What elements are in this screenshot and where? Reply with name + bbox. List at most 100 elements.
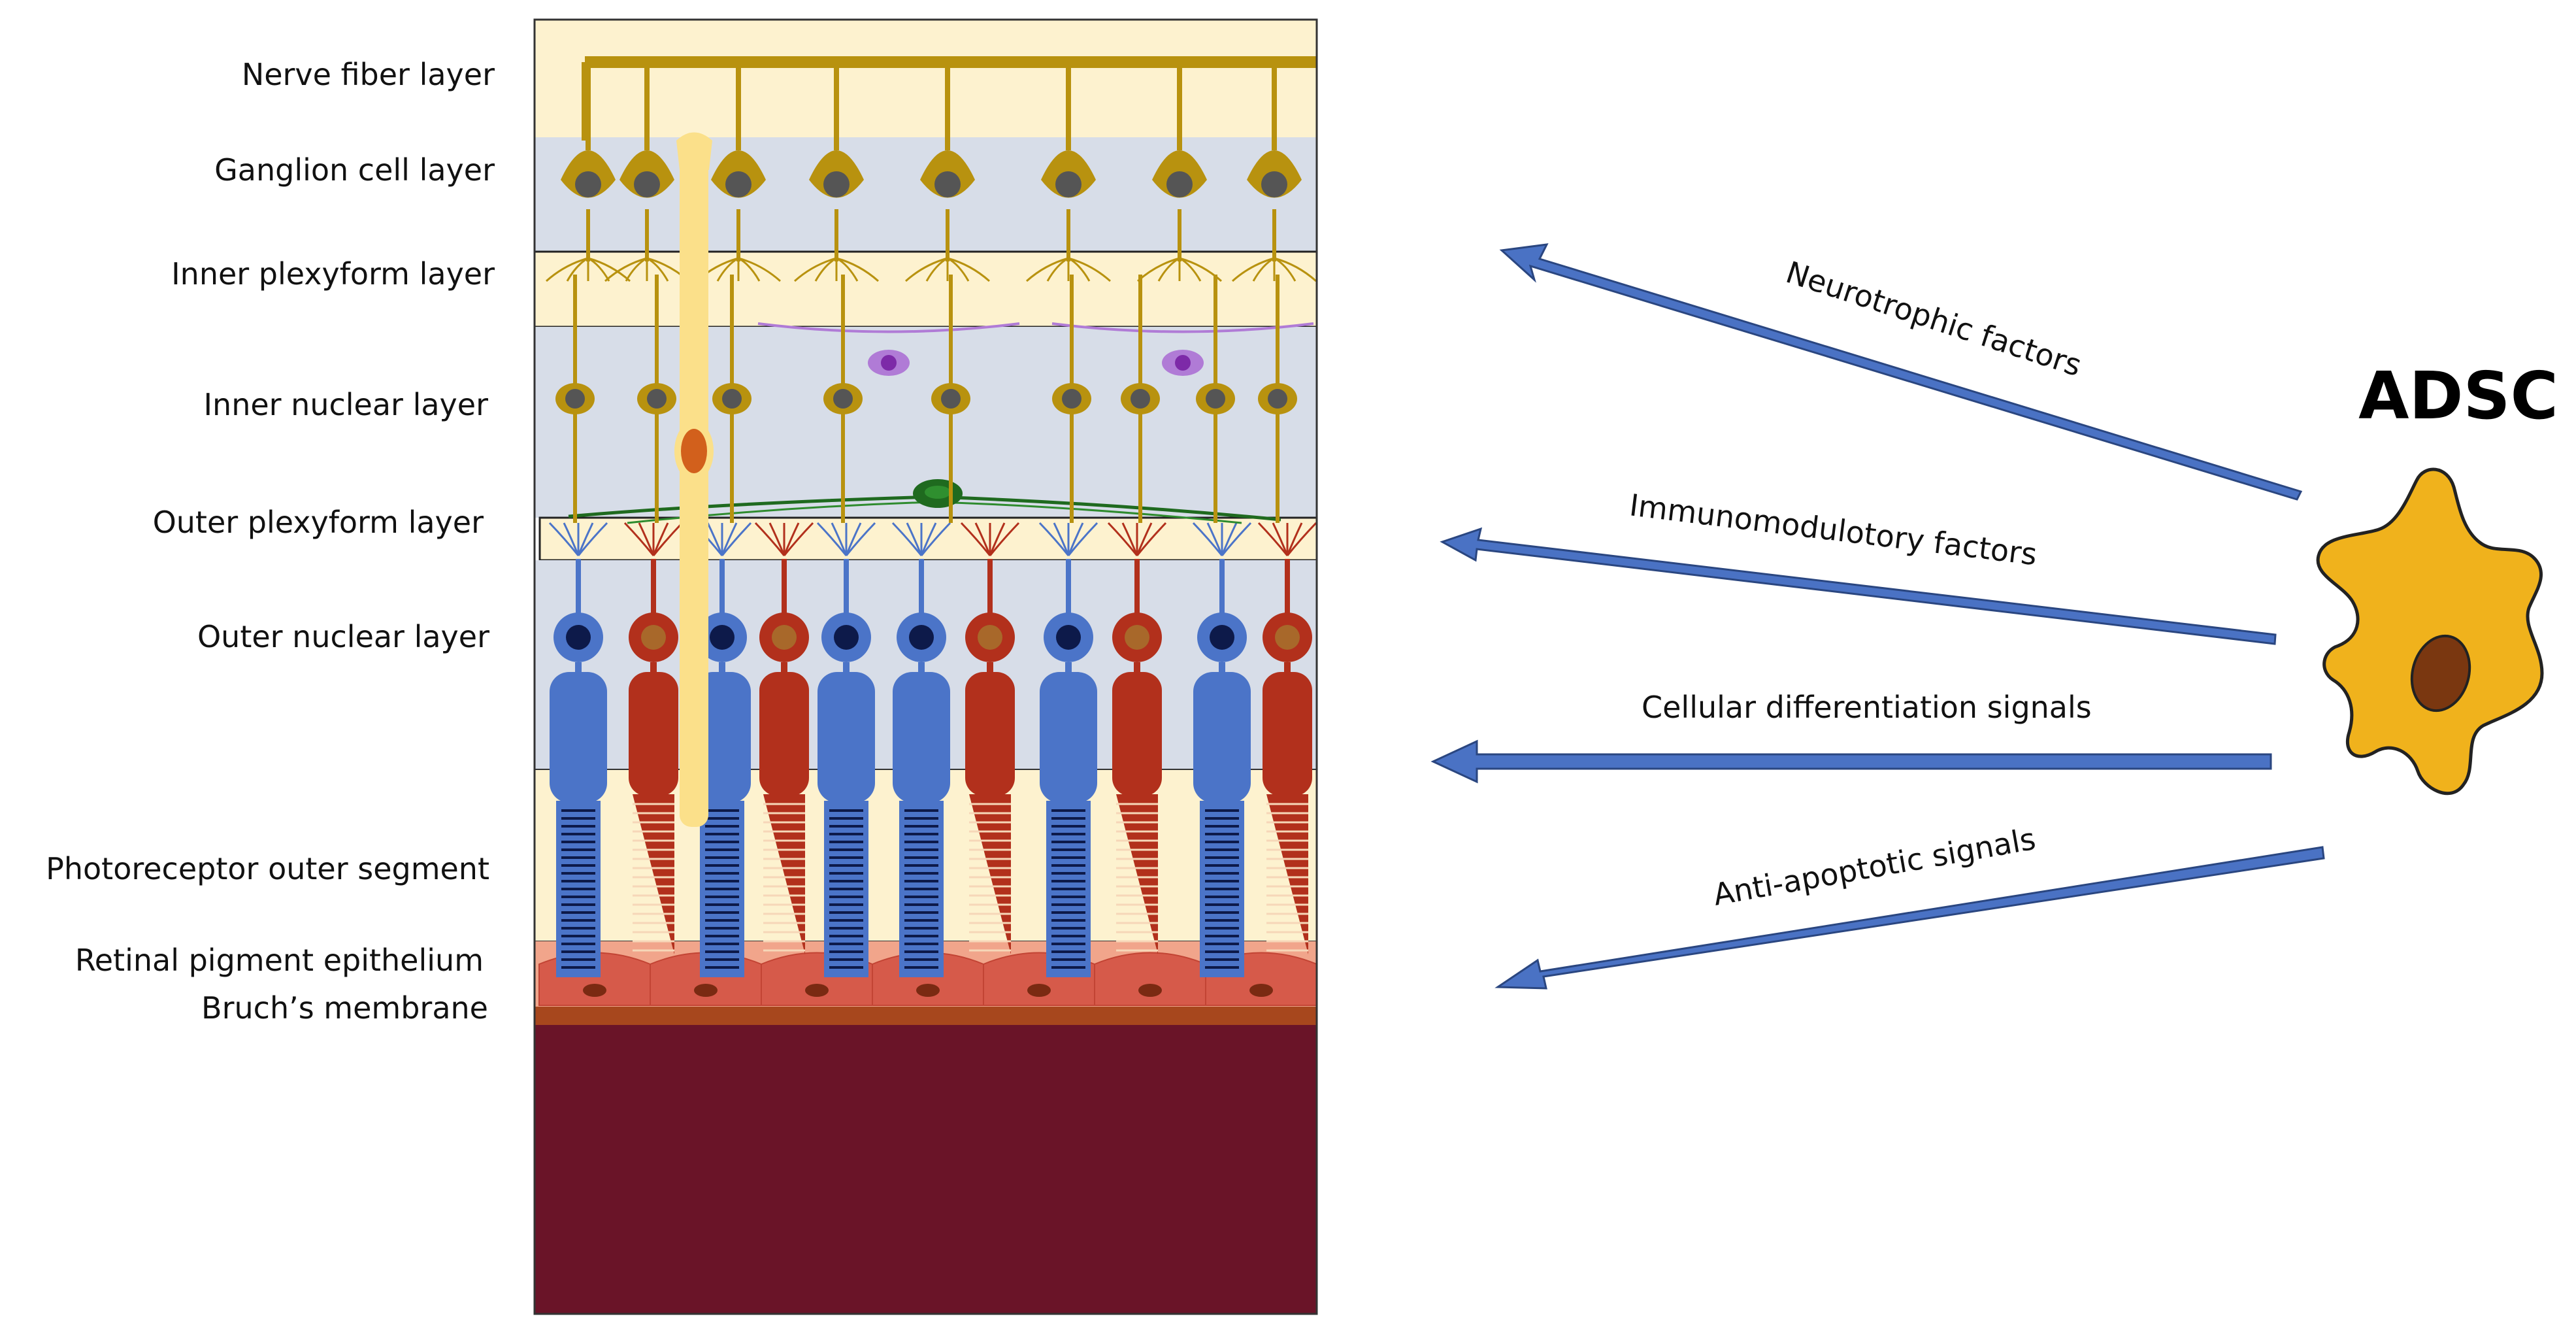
label-ganglion-cell-layer: Ganglion cell layer <box>214 152 495 188</box>
arrow-immunomodulatory <box>1440 527 2277 645</box>
dendrite-branch <box>905 257 948 282</box>
retina-panel-border <box>533 18 1318 1315</box>
synapse-branch <box>989 522 1020 556</box>
bipolar-nucleus <box>941 389 961 409</box>
label-photoreceptor-outer-segment: Photoreceptor outer segment <box>46 851 489 886</box>
outer-plexiform-dendrites <box>548 522 1317 556</box>
dendrite-branch <box>625 257 648 282</box>
rpe-nucleus <box>1249 984 1273 997</box>
dendrite-branch <box>546 257 589 282</box>
amacrine-process <box>757 322 1020 333</box>
adsc-cell-icon <box>2316 467 2544 796</box>
dendrite-branch <box>925 257 948 282</box>
synapse-branch <box>638 522 655 556</box>
ganglion-nucleus <box>823 171 850 197</box>
cone-inner-segment <box>965 672 1015 796</box>
synapse-branch <box>754 522 785 556</box>
synapse-branch <box>563 522 580 556</box>
dendrite-branch <box>836 257 879 282</box>
dendrite-branch <box>1026 257 1069 282</box>
dendrite-branch <box>566 257 589 282</box>
bipolar-nucleus <box>833 389 853 409</box>
bipolar-nucleus <box>1131 389 1150 409</box>
dendrite-branch <box>947 257 990 282</box>
label-neurotrophic-factors: Neurotrophic factors <box>1782 254 2086 383</box>
dendrite-branch <box>587 257 631 282</box>
cone-nucleus <box>641 625 666 650</box>
amacrine-nucleus <box>881 355 897 371</box>
synapse-branch <box>623 522 655 556</box>
cone-nucleus <box>978 625 1002 650</box>
rpe-nucleus <box>1138 984 1162 997</box>
synapse-branch <box>721 522 752 556</box>
synapse-branch <box>891 522 923 556</box>
bipolar-nucleus <box>1206 389 1225 409</box>
dendrite-branch <box>1046 257 1069 282</box>
retina-panel <box>535 20 1317 1314</box>
synapse-branch <box>1136 522 1167 556</box>
rod-nucleus <box>710 625 735 650</box>
label-bruchs-membrane: Bruch’s membrane <box>201 990 488 1026</box>
synapse-branch <box>1272 522 1289 556</box>
rod-inner-segment <box>1040 672 1097 803</box>
bipolar-nucleus <box>1062 389 1082 409</box>
ganglion-nucleus <box>1261 171 1287 197</box>
bruch-membrane-band <box>535 1007 1317 1025</box>
dendrite-branch <box>1068 257 1111 282</box>
rod-nucleus <box>566 625 591 650</box>
arrow-differentiation <box>1430 739 2272 784</box>
synapse-branch <box>1192 522 1223 556</box>
dendrite-branch <box>738 257 781 282</box>
rpe-nucleus <box>583 984 606 997</box>
rpe-nucleus <box>805 984 829 997</box>
label-outer-plexiform-layer: Outer plexyform layer <box>153 505 484 540</box>
synapse-branch <box>920 522 951 556</box>
signal-arrows <box>1430 243 2325 990</box>
synapse-branch <box>831 522 848 556</box>
label-inner-plexiform-layer: Inner plexyform layer <box>171 256 495 292</box>
rod-inner-segment <box>817 672 875 803</box>
cone-inner-segment <box>629 672 678 796</box>
synapse-branch <box>548 522 580 556</box>
synapse-branch <box>1038 522 1070 556</box>
dendrite-branch <box>1274 257 1317 282</box>
synapse-branch <box>1053 522 1070 556</box>
synapse-branch <box>1221 522 1252 556</box>
synapse-branch <box>706 522 723 556</box>
ganglion-nucleus <box>634 171 660 197</box>
label-antiapoptotic-signals: Anti-apoptotic signals <box>1711 821 2039 913</box>
cone-nucleus <box>772 625 797 650</box>
cone-nucleus <box>1275 625 1300 650</box>
rod-nucleus <box>909 625 934 650</box>
label-differentiation-signals: Cellular differentiation signals <box>1642 690 2092 725</box>
dendrite-branch <box>1232 257 1275 282</box>
cone-inner-segment <box>1263 672 1312 796</box>
dendrite-branch <box>1179 257 1222 282</box>
synapse-branch <box>845 522 876 556</box>
rod-inner-segment <box>1193 672 1251 803</box>
rpe-nucleus <box>694 984 718 997</box>
synapse-branch <box>960 522 991 556</box>
choroid-band <box>535 1025 1317 1314</box>
rod-inner-segment <box>550 672 607 803</box>
label-nerve-fiber-layer: Nerve fiber layer <box>242 57 495 92</box>
synapse-branch <box>768 522 785 556</box>
cone-inner-segment <box>1112 672 1162 796</box>
cone-nucleus <box>1125 625 1149 650</box>
bipolar-nucleus <box>565 389 585 409</box>
ganglion-nucleus <box>725 171 751 197</box>
synapse-branch <box>1257 522 1289 556</box>
inner-plexiform-band <box>535 250 1317 328</box>
synapse-branch <box>1121 522 1138 556</box>
layer-labels: Nerve fiber layer Ganglion cell layer In… <box>46 57 495 1026</box>
amacrine-nucleus <box>1175 355 1191 371</box>
synapse-branch <box>1206 522 1223 556</box>
synapse-branch <box>974 522 991 556</box>
dendrite-branch <box>1252 257 1275 282</box>
label-immunomodulatory-factors: Immunomodulotory factors <box>1628 487 2039 572</box>
synapse-branch <box>652 522 684 556</box>
nerve-fiber-axons <box>582 56 1317 141</box>
ganglion-nucleus <box>934 171 961 197</box>
bipolar-nucleus <box>722 389 742 409</box>
label-retinal-pigment-epithelium: Retinal pigment epithelium <box>75 943 484 978</box>
